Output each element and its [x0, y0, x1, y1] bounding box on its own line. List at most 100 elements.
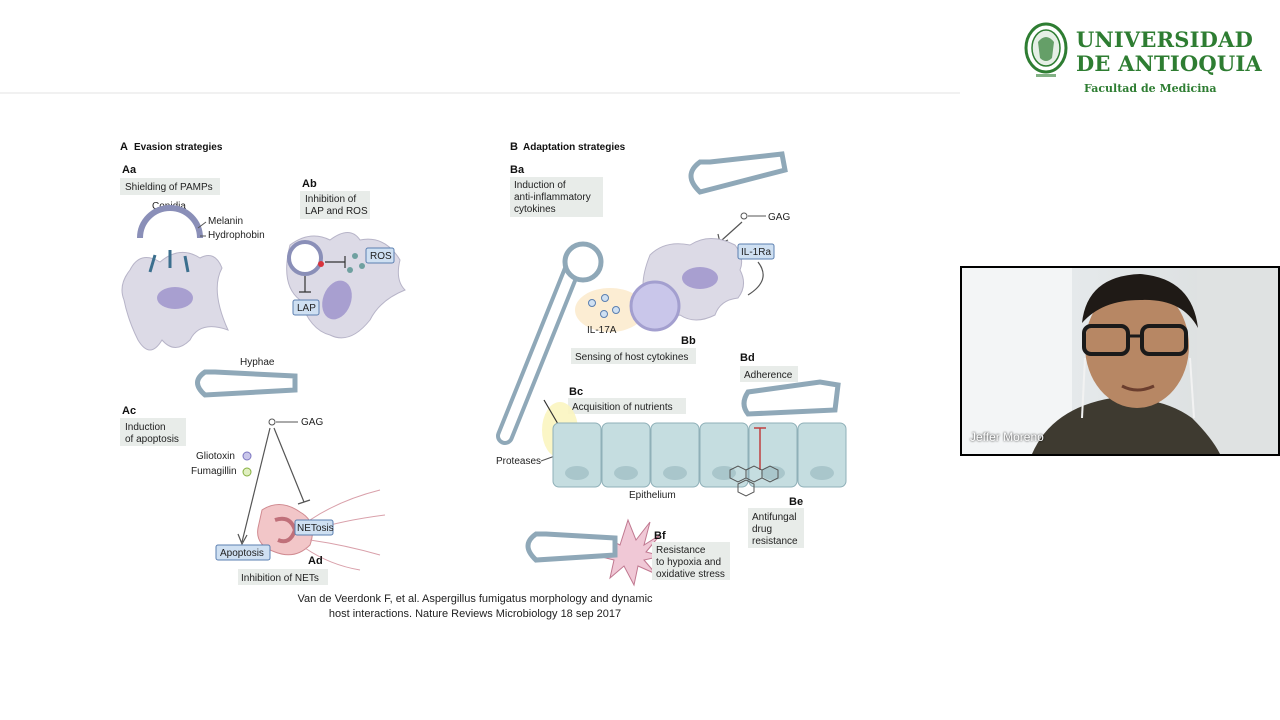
- ba-il1ra-arrow: [747, 261, 764, 296]
- ab-title-2: LAP and ROS: [305, 206, 368, 217]
- ba-il1ra-label: IL-1Ra: [741, 247, 771, 258]
- ac-label-box: [120, 418, 186, 446]
- bf-title-1: Resistance: [656, 545, 706, 556]
- ab-ros-box: [365, 247, 395, 264]
- bd-title: Adherence: [744, 370, 793, 381]
- bb-label-box: [571, 348, 696, 364]
- hyphae-label: Hyphae: [240, 357, 275, 368]
- il17a-dot-4: [612, 306, 620, 314]
- bf-hypha: [525, 531, 618, 563]
- ad-code: Ad: [308, 555, 323, 567]
- aa-code: Aa: [122, 164, 137, 176]
- ab-label-box: [300, 191, 370, 219]
- ab-title-1: Inhibition of: [305, 194, 356, 205]
- university-logo: UNIVERSIDAD DE ANTIOQUIA Facultad de Med…: [1022, 20, 1272, 100]
- aa-conidium-shell: [137, 205, 203, 239]
- aa-nucleus: [157, 287, 193, 309]
- ad-netosis-label: NETosis: [297, 523, 334, 534]
- bf-code: Bf: [654, 530, 666, 542]
- il17a-dot-1: [588, 299, 596, 307]
- ab-lap-inhibition: [299, 276, 311, 293]
- university-name-line2: DE ANTIOQUIA: [1076, 51, 1262, 76]
- ba-title-1: Induction of: [514, 180, 566, 191]
- ab-inhibition-arrow: [325, 256, 346, 268]
- ad-netosis-box: [294, 519, 334, 536]
- ac-hypha: [195, 369, 298, 398]
- bf-title-2: to hypoxia and: [656, 557, 721, 568]
- bb-cytokine-halo: [575, 288, 645, 332]
- epithelium-layer: [552, 422, 847, 488]
- section-b-letter: B: [510, 141, 518, 153]
- be-title-2: drug: [752, 524, 772, 535]
- ba-code: Ba: [510, 164, 525, 176]
- bb-il17a-label: IL-17A: [587, 325, 617, 336]
- aa-leader-lines: [197, 221, 207, 237]
- bc-code: Bc: [569, 386, 583, 398]
- ab-lap-label: LAP: [297, 303, 316, 314]
- aa-hydrophobin-label: Hydrophobin: [208, 230, 265, 241]
- section-a-title: Evasion strategies: [134, 142, 223, 153]
- aspergillus-figure: A Evasion strategies B Adaptation strate…: [120, 141, 847, 587]
- participant-video-feed: Jeffer Moreno: [962, 268, 1278, 454]
- ad-title: Inhibition of NETs: [241, 573, 319, 584]
- bc-arrow: [543, 399, 559, 425]
- bb-title: Sensing of host cytokines: [575, 352, 688, 363]
- ab-red-marker: [318, 261, 324, 267]
- be-code: Be: [789, 496, 803, 508]
- fumagillin-icon: [242, 467, 252, 477]
- bf-label-box: [652, 542, 730, 580]
- epithelium-label: Epithelium: [629, 490, 676, 501]
- ab-ros-dot-1: [352, 253, 358, 259]
- be-drug-molecule-icon: [729, 465, 779, 497]
- be-inhibition-bar: [754, 427, 766, 470]
- participant-video-tile[interactable]: Jeffer Moreno: [960, 266, 1280, 456]
- section-b-title: Adaptation strategies: [523, 142, 626, 153]
- ba-title-3: cytokines: [514, 204, 556, 215]
- be-title-3: resistance: [752, 536, 798, 547]
- ac-code: Ac: [122, 405, 136, 417]
- citation-line-1: Van de Veerdonk F, et al. Aspergillus fu…: [297, 593, 653, 605]
- bd-hypha: [741, 379, 841, 417]
- section-a-letter: A: [120, 141, 128, 153]
- faculty-name: Facultad de Medicina: [1084, 82, 1217, 95]
- bf-title-3: oxidative stress: [656, 569, 725, 580]
- university-seal-icon: [1024, 22, 1068, 77]
- ab-nucleus: [322, 280, 352, 320]
- bb-long-hypha-inner: [500, 257, 580, 441]
- bd-code: Bd: [740, 352, 755, 364]
- bd-label-box: [740, 366, 798, 382]
- ab-ros-dot-3: [347, 267, 353, 273]
- university-name-line1: UNIVERSIDAD: [1076, 27, 1253, 52]
- bb-code: Bb: [681, 335, 696, 347]
- ac-fumagillin-label: Fumagillin: [191, 466, 237, 477]
- ba-il1ra-box: [737, 243, 775, 260]
- ba-gag-dot: [740, 212, 748, 220]
- ab-ros-label: ROS: [370, 251, 392, 262]
- bb-hypha-tip: [562, 241, 604, 283]
- bc-proteases-label: Proteases: [496, 456, 541, 467]
- participant-name-label: Jeffer Moreno: [970, 430, 1044, 444]
- aa-title: Shielding of PAMPs: [125, 182, 213, 193]
- ad-apoptosis-label: Apoptosis: [220, 548, 264, 559]
- ab-code: Ab: [302, 178, 317, 190]
- ba-label-box: [510, 177, 603, 217]
- ac-apoptosis-arrow: [237, 427, 271, 546]
- ac-title-2: of apoptosis: [125, 434, 179, 445]
- gliotoxin-icon: [242, 451, 252, 461]
- ba-nucleus: [682, 267, 718, 289]
- citation-line-2: host interactions. Nature Reviews Microb…: [328, 608, 622, 620]
- bb-immune-cell: [629, 280, 681, 332]
- ac-gliotoxin-label: Gliotoxin: [196, 451, 235, 462]
- ba-hypha: [688, 151, 788, 195]
- ab-conidium: [287, 240, 323, 276]
- bc-label-box: [568, 398, 686, 414]
- aa-melanin-label: Melanin: [208, 216, 243, 227]
- aa-label-box: [120, 178, 220, 195]
- be-title-1: Antifungal: [752, 512, 796, 523]
- ac-title-1: Induction: [125, 422, 166, 433]
- slide-top-divider: [0, 92, 960, 94]
- ba-title-2: anti-inflammatory: [514, 192, 591, 203]
- ad-apoptosis-box: [215, 544, 271, 561]
- slide-figure: A Evasion strategies B Adaptation strate…: [120, 141, 847, 587]
- be-label-box: [748, 508, 804, 548]
